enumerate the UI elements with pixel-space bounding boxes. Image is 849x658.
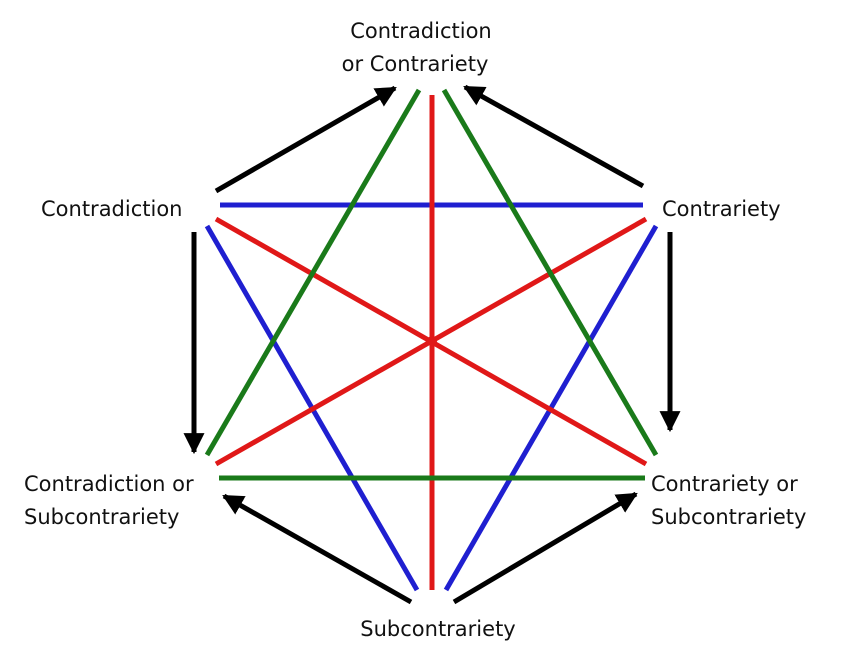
node-top-label-line2: or Contrariety — [342, 52, 489, 76]
node-top-label-line1: Contradiction — [350, 19, 492, 43]
node-left-lower-label-line2: Subcontrariety — [24, 505, 179, 529]
node-bottom-label: Subcontrariety — [360, 617, 515, 641]
node-left-lower-label-line1: Contradiction or — [24, 472, 194, 496]
node-right-lower: Contrariety or Subcontrariety — [651, 472, 806, 529]
implication-arrows — [183, 84, 681, 605]
arrow-subcontrariety-to-lower-left — [222, 493, 413, 605]
node-right-upper-label: Contrariety — [662, 197, 781, 221]
node-top: Contradiction or Contrariety — [342, 19, 492, 76]
center-point — [427, 336, 437, 346]
node-bottom: Subcontrariety — [360, 617, 515, 641]
node-right-lower-label-line1: Contrariety or — [651, 472, 798, 496]
node-left-upper: Contradiction — [41, 197, 183, 221]
arrow-subcontrariety-to-lower-right — [452, 491, 638, 605]
node-left-lower: Contradiction or Subcontrariety — [24, 472, 194, 529]
edge-top-to-contrariety-or-subcontrariety — [441, 88, 659, 457]
arrow-contrariety-to-top — [463, 84, 645, 189]
arrow-contradiction-to-top — [214, 85, 397, 194]
node-left-upper-label: Contradiction — [41, 197, 183, 221]
node-right-upper: Contrariety — [662, 197, 781, 221]
node-right-lower-label-line2: Subcontrariety — [651, 505, 806, 529]
edge-top-to-contradiction-or-subcontrariety — [204, 88, 422, 457]
